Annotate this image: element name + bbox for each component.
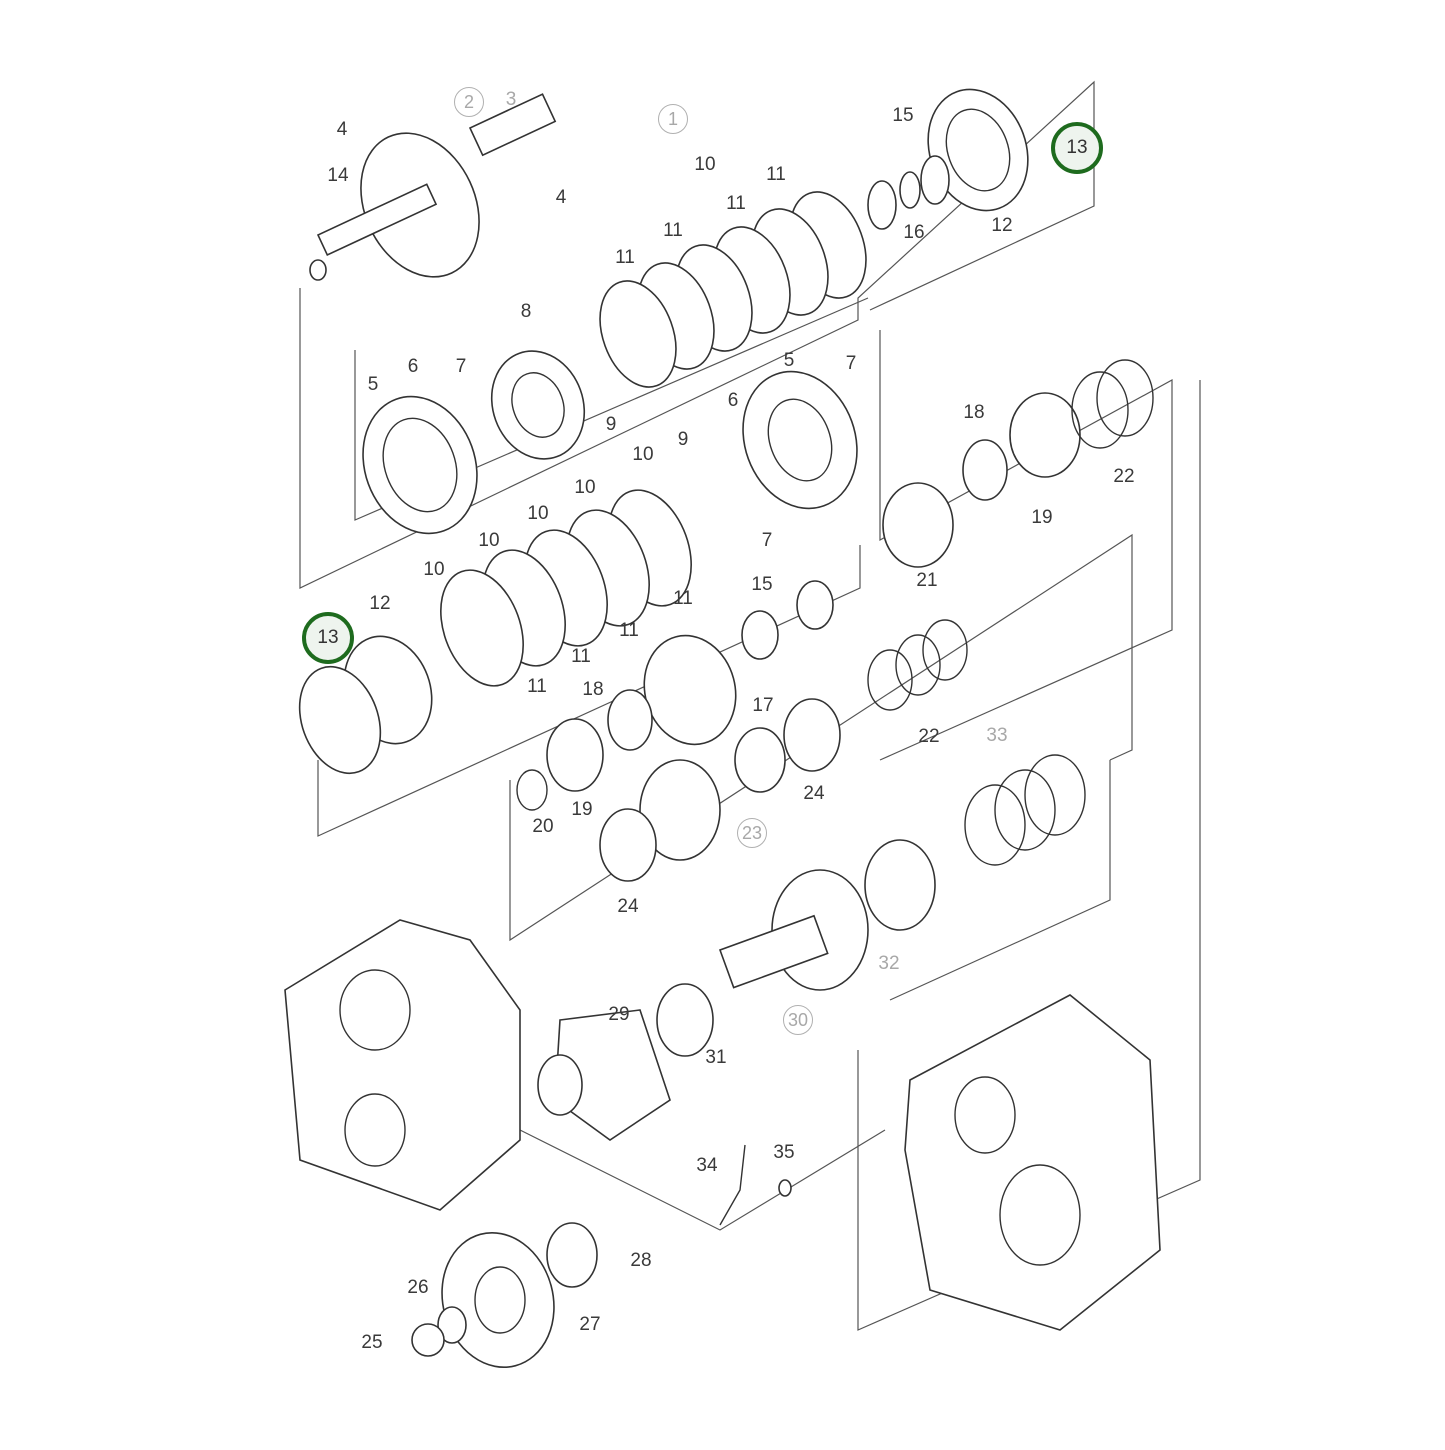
bearing-seal-top bbox=[867, 88, 1029, 230]
part-label-5[interactable]: 5 bbox=[367, 374, 379, 395]
part-label-15[interactable]: 15 bbox=[892, 105, 914, 126]
highlight-label: 13 bbox=[1066, 137, 1088, 158]
part-label-28[interactable]: 28 bbox=[630, 1250, 652, 1271]
part-label-33[interactable]: 33 bbox=[986, 725, 1008, 746]
part-label-22[interactable]: 22 bbox=[1113, 466, 1135, 487]
part-label-22[interactable]: 22 bbox=[918, 726, 940, 747]
part-label-35[interactable]: 35 bbox=[773, 1142, 795, 1163]
part-label-11[interactable]: 11 bbox=[726, 193, 746, 214]
frame-piston-a bbox=[354, 297, 869, 521]
part-label-11[interactable]: 11 bbox=[571, 646, 591, 667]
frame-cover bbox=[519, 1129, 886, 1231]
part-label-5[interactable]: 5 bbox=[783, 350, 795, 371]
part-label-3[interactable]: 3 bbox=[505, 89, 517, 110]
part-label-11[interactable]: 11 bbox=[766, 164, 786, 185]
part-label-20[interactable]: 20 bbox=[532, 816, 554, 837]
part-label-11[interactable]: 11 bbox=[673, 588, 693, 609]
part-label-15[interactable]: 15 bbox=[751, 574, 773, 595]
part-label-18[interactable]: 18 bbox=[582, 679, 604, 700]
part-label-10[interactable]: 10 bbox=[478, 530, 500, 551]
part-label-34[interactable]: 34 bbox=[696, 1155, 718, 1176]
part-label-1[interactable]: 1 bbox=[658, 104, 688, 134]
part-label-32[interactable]: 32 bbox=[878, 953, 900, 974]
highlighted-part-13-left[interactable]: 13 bbox=[302, 612, 354, 664]
highlight-label: 13 bbox=[317, 627, 339, 648]
part-label-9[interactable]: 9 bbox=[605, 414, 617, 435]
frame-shaft bbox=[509, 533, 1133, 942]
part-label-12[interactable]: 12 bbox=[369, 593, 391, 614]
part-label-9[interactable]: 9 bbox=[677, 429, 689, 450]
highlighted-part-13-top[interactable]: 13 bbox=[1051, 122, 1103, 174]
clutch-discs-lower bbox=[298, 489, 692, 775]
part-label-29[interactable]: 29 bbox=[608, 1004, 630, 1025]
plug-part-35 bbox=[778, 1179, 792, 1197]
part-label-18[interactable]: 18 bbox=[963, 402, 985, 423]
part-label-12[interactable]: 12 bbox=[991, 215, 1013, 236]
part-label-7[interactable]: 7 bbox=[455, 356, 467, 377]
part-label-6[interactable]: 6 bbox=[727, 390, 739, 411]
bell-opening bbox=[537, 1054, 583, 1116]
part-label-24[interactable]: 24 bbox=[617, 896, 639, 917]
hose-part-34 bbox=[719, 1144, 746, 1226]
part-label-11[interactable]: 11 bbox=[615, 247, 635, 268]
part-label-23[interactable]: 23 bbox=[737, 818, 767, 848]
gearbox-cover bbox=[904, 994, 1161, 1331]
part-label-21[interactable]: 21 bbox=[916, 570, 938, 591]
part-label-11[interactable]: 11 bbox=[663, 220, 683, 241]
part-label-25[interactable]: 25 bbox=[361, 1332, 383, 1353]
frame-output bbox=[889, 760, 1111, 1001]
part-label-26[interactable]: 26 bbox=[407, 1277, 429, 1298]
part-label-11[interactable]: 11 bbox=[527, 676, 547, 697]
clutch-discs-upper bbox=[599, 191, 867, 388]
part-label-2[interactable]: 2 bbox=[454, 87, 484, 117]
part-label-4[interactable]: 4 bbox=[555, 187, 567, 208]
part-label-10[interactable]: 10 bbox=[632, 444, 654, 465]
part-label-19[interactable]: 19 bbox=[571, 799, 593, 820]
part-label-31[interactable]: 31 bbox=[705, 1047, 727, 1068]
part-label-7[interactable]: 7 bbox=[761, 530, 773, 551]
frame-right-a bbox=[879, 330, 1173, 761]
part-label-8[interactable]: 8 bbox=[520, 301, 532, 322]
gearbox-housing bbox=[284, 919, 521, 1211]
output-flange bbox=[411, 1222, 598, 1369]
part-label-27[interactable]: 27 bbox=[579, 1314, 601, 1335]
part-label-30[interactable]: 30 bbox=[783, 1005, 813, 1035]
part-label-16[interactable]: 16 bbox=[903, 222, 925, 243]
part-label-19[interactable]: 19 bbox=[1031, 507, 1053, 528]
part-label-10[interactable]: 10 bbox=[527, 503, 549, 524]
part-label-14[interactable]: 14 bbox=[327, 165, 349, 186]
part-label-17[interactable]: 17 bbox=[752, 695, 774, 716]
part-label-6[interactable]: 6 bbox=[407, 356, 419, 377]
frame-upper-clutch bbox=[299, 80, 1095, 589]
piston-assembly bbox=[362, 350, 858, 535]
frame-lower-clutch bbox=[317, 545, 861, 837]
part-label-10[interactable]: 10 bbox=[423, 559, 445, 580]
part-label-24[interactable]: 24 bbox=[803, 783, 825, 804]
part-label-10[interactable]: 10 bbox=[574, 477, 596, 498]
part-label-4[interactable]: 4 bbox=[336, 119, 348, 140]
gears-bearings-right bbox=[516, 359, 1154, 1057]
part-label-10[interactable]: 10 bbox=[694, 154, 716, 175]
part-label-11[interactable]: 11 bbox=[619, 620, 639, 641]
drum-shaft-part-2 bbox=[309, 93, 557, 281]
part-label-7[interactable]: 7 bbox=[845, 353, 857, 374]
